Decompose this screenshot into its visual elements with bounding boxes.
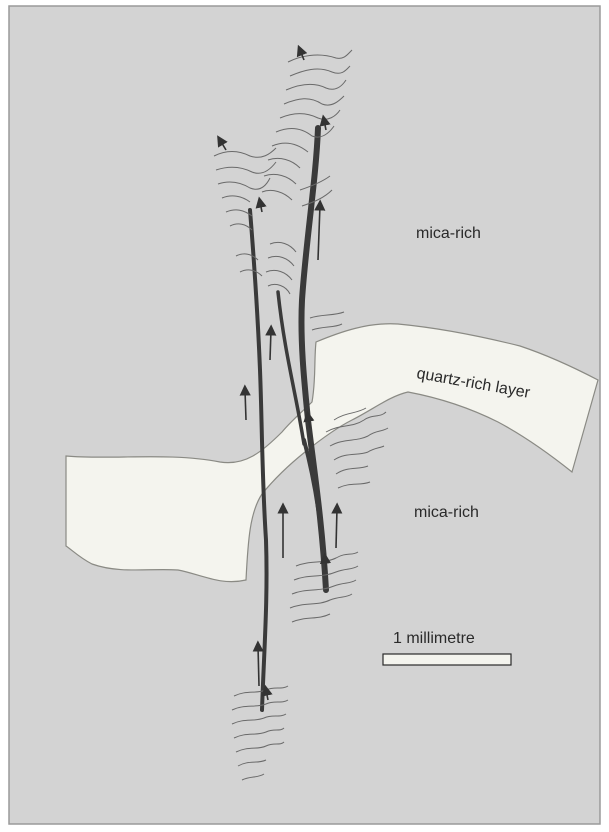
shear-arrow bbox=[270, 330, 271, 360]
shear-arrow bbox=[325, 558, 326, 570]
scale-bar bbox=[383, 654, 511, 665]
label-lower-mica-rich: mica-rich bbox=[414, 504, 479, 521]
shear-arrow bbox=[258, 646, 259, 686]
scale-bar-label: 1 millimetre bbox=[393, 630, 475, 647]
label-upper-mica-rich: mica-rich bbox=[416, 225, 481, 242]
shear-arrow bbox=[245, 390, 246, 420]
shear-arrow bbox=[336, 508, 337, 548]
